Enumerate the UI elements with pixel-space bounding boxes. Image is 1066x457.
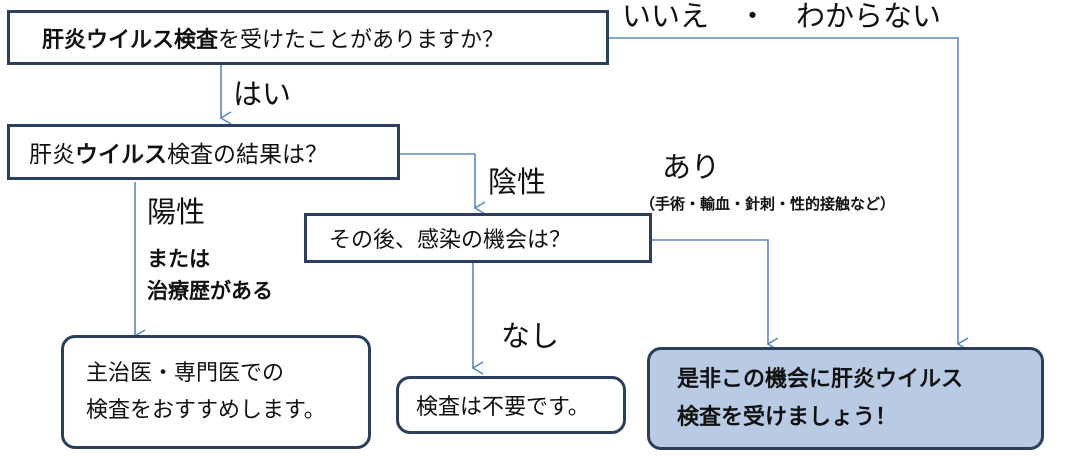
question-test-history-bold: 肝炎ウイルス検査: [42, 27, 219, 53]
question-test-result-part1: 肝炎: [29, 142, 75, 168]
label-exposure-yes: あり: [662, 150, 721, 184]
question-test-history-rest: を受けたことがありますか？: [218, 27, 505, 53]
result-see-specialist-line2: 検査をおすすめします。: [86, 398, 326, 423]
label-exposure-no: なし: [501, 319, 560, 353]
question-exposure: その後、感染の機会は？: [304, 213, 652, 263]
result-not-needed-text: 検査は不要です。: [416, 395, 590, 420]
label-exposure-examples: （手術・輸血・針刺・性的接触など）: [640, 195, 896, 213]
question-test-result-part2: 検査の結果は？: [167, 142, 328, 168]
question-exposure-text: その後、感染の機会は？: [329, 228, 572, 253]
result-get-tested-line2: 検査を受けましょう！: [677, 404, 898, 430]
arrow-q3-exposure: [652, 239, 779, 351]
arrow-q2-negative: [400, 153, 486, 215]
label-yes: はい: [233, 77, 292, 111]
label-treatment-history: 治療歴がある: [147, 279, 273, 303]
result-get-tested: 是非この機会に肝炎ウイルス 検査を受けましょう！: [647, 347, 1044, 450]
question-test-result-bold: ウイルス: [75, 142, 167, 168]
label-or: または: [147, 247, 210, 271]
question-test-history: 肝炎ウイルス検査を受けたことがありますか？: [7, 10, 609, 65]
label-no-unknown: いいえ ・ わからない: [622, 0, 942, 33]
result-get-tested-line1: 是非この機会に肝炎ウイルス: [677, 366, 964, 392]
label-positive: 陽性: [147, 195, 206, 229]
question-test-result: 肝炎ウイルス検査の結果は？: [7, 124, 400, 180]
result-see-specialist-line1: 主治医・専門医での: [86, 361, 285, 386]
arrow-q1-no: [608, 37, 969, 351]
result-see-specialist: 主治医・専門医での 検査をおすすめします。: [61, 335, 371, 449]
result-not-needed: 検査は不要です。: [396, 376, 626, 434]
label-negative: 陰性: [488, 165, 547, 199]
